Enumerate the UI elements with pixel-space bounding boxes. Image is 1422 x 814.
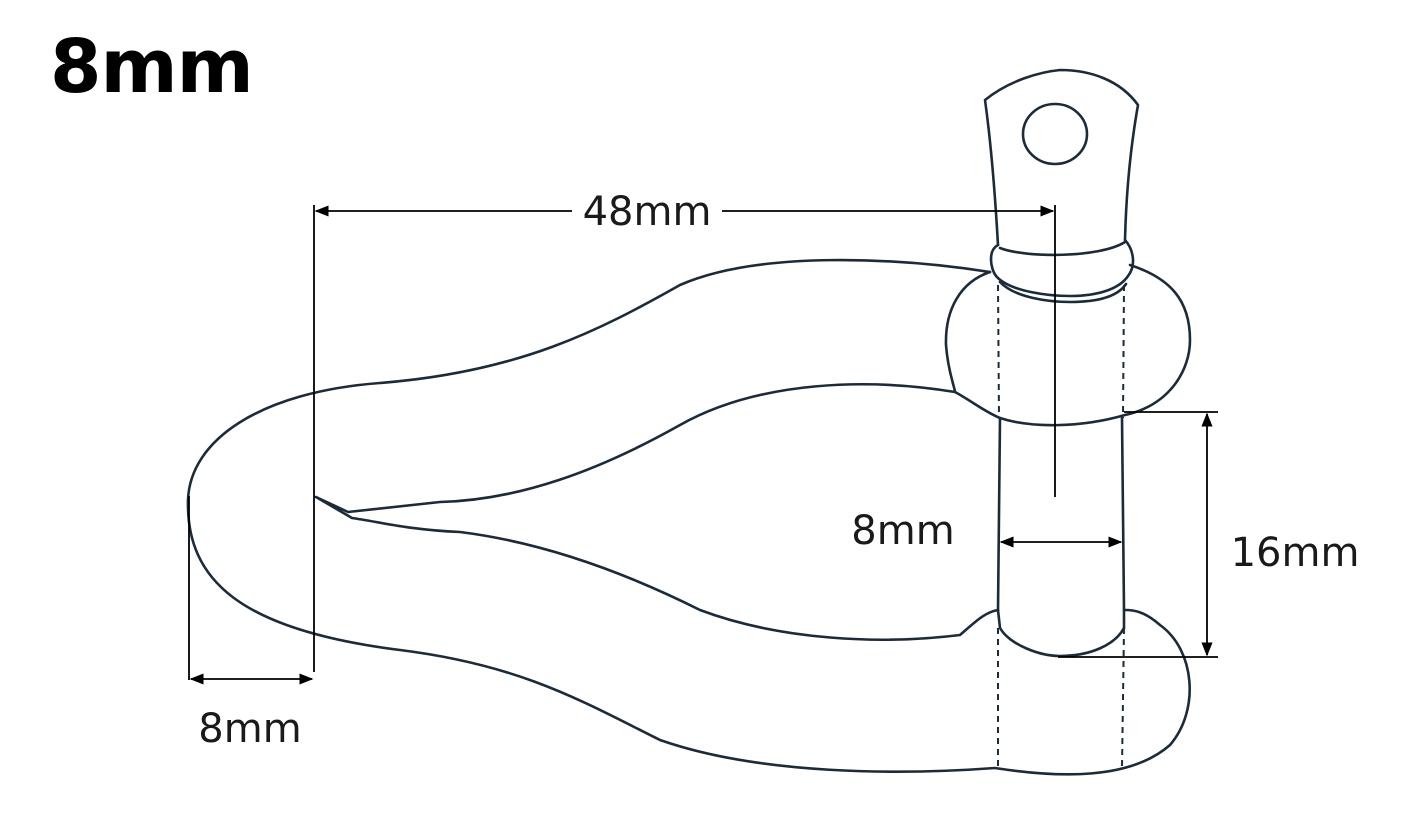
pin-shaft-bottom <box>998 626 1126 658</box>
page-title: 8mm <box>50 24 254 110</box>
pin-eye-tab <box>983 68 1140 247</box>
label-inner-height: 16mm <box>1231 530 1360 576</box>
shackle-outer-outline <box>186 258 1191 776</box>
pin-collar <box>989 238 1135 298</box>
pin-hidden-left-upper <box>997 284 1000 419</box>
shackle-boss <box>944 263 1192 427</box>
pin-eye-hole <box>1021 102 1089 166</box>
label-body-thickness: 8mm <box>198 706 301 752</box>
pin-hidden-right-lower <box>1121 627 1125 769</box>
label-pin-diameter: 8mm <box>851 508 954 554</box>
pin-shaft-left <box>996 416 1002 612</box>
shackle-inner-outline <box>314 383 1000 641</box>
pin-shaft-right <box>1120 416 1126 612</box>
pin-hidden-right-upper <box>1122 284 1125 419</box>
label-width-48: 48mm <box>583 189 712 235</box>
